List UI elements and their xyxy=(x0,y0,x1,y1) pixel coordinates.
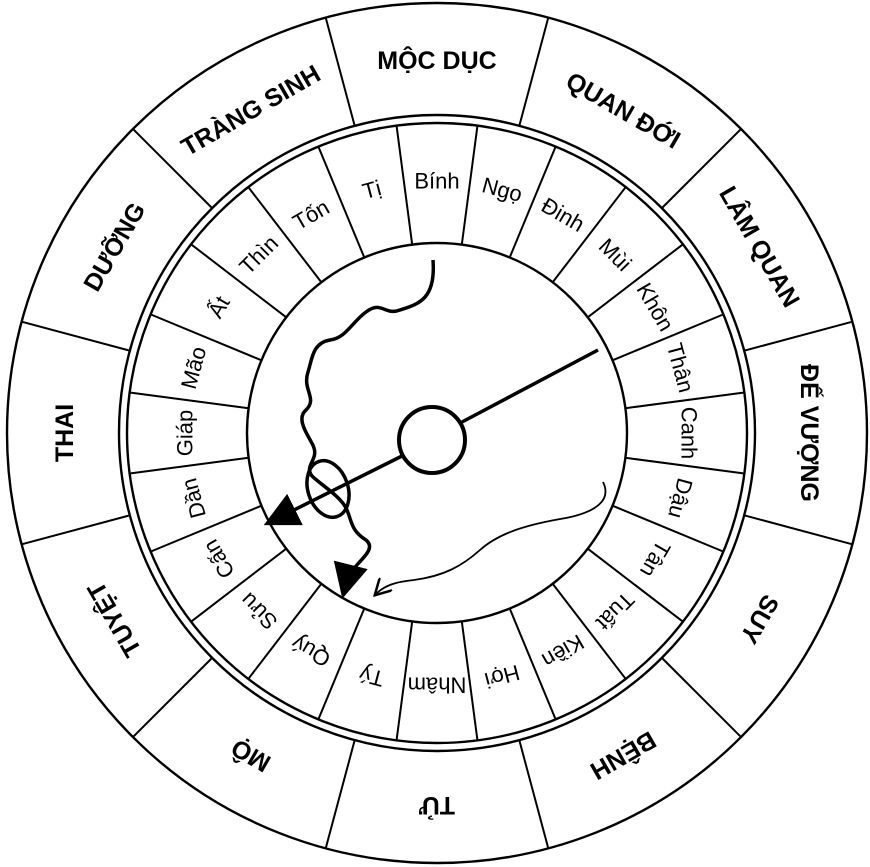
outer-label-8: TUYỆT xyxy=(80,577,147,663)
outer-divider-7 xyxy=(324,739,356,849)
inner-label-9: Kiền xyxy=(538,629,589,673)
outer-label-0: MỘC DỤC xyxy=(377,45,496,75)
outer-divider-2 xyxy=(661,128,742,209)
inner-divider-21 xyxy=(247,186,323,283)
inner-label-5: Canh xyxy=(677,407,702,460)
inner-divider-4 xyxy=(612,313,724,362)
outer-label-3: ĐẾ VƯỢNG xyxy=(795,364,824,502)
inner-label-18: Mão xyxy=(176,344,211,392)
inner-divider-11 xyxy=(460,621,479,741)
inner-ring-dividers xyxy=(129,125,745,741)
middle-ring xyxy=(117,113,757,753)
inner-divider-3 xyxy=(587,243,684,319)
inner-divider-23 xyxy=(395,125,414,245)
inner-divider-13 xyxy=(317,608,366,720)
inner-divider-15 xyxy=(190,547,287,623)
outer-border-ring xyxy=(5,1,869,865)
inner-divider-1 xyxy=(508,146,557,258)
outer-divider-9 xyxy=(21,514,131,546)
inner-label-3: Khôn xyxy=(632,278,679,335)
inner-divider-9 xyxy=(551,583,627,680)
inner-label-10: Hợi xyxy=(482,660,522,693)
outer-divider-5 xyxy=(661,657,742,738)
inner-divider-16 xyxy=(150,504,262,553)
inner-divider-8 xyxy=(587,547,684,623)
outer-divider-4 xyxy=(743,514,853,546)
outer-divider-10 xyxy=(21,320,131,352)
outer-label-2: LÂM QUAN xyxy=(713,181,806,313)
inner-label-0: Ngọ xyxy=(479,172,524,207)
outer-divider-6 xyxy=(518,739,550,849)
inner-label-17: Giáp xyxy=(173,410,198,456)
inner-label-4: Thân xyxy=(662,340,699,395)
inner-divider-14 xyxy=(247,583,323,680)
outer-label-7: MỘ xyxy=(226,733,276,779)
outer-divider-8 xyxy=(132,657,213,738)
inner-label-11: Nhâm xyxy=(408,673,467,698)
inner-label-1: Đinh xyxy=(537,193,589,237)
inner-label-21: Tốn xyxy=(288,194,333,235)
outer-label-10: DƯỠNG xyxy=(77,197,152,297)
inner-divider-17 xyxy=(129,456,249,475)
inner-label-14: Sửu xyxy=(235,588,282,635)
outer-label-5: BỆNH xyxy=(585,725,661,786)
inner-ring-outer-edge xyxy=(125,121,749,745)
wavy-path xyxy=(300,259,436,599)
inner-label-22: Tị xyxy=(360,175,384,204)
inner-divider-12 xyxy=(395,621,414,741)
inner-divider-6 xyxy=(625,456,745,475)
outer-label-4: SUY xyxy=(734,590,784,649)
inner-label-16: Dần xyxy=(176,475,211,520)
inner-ring-inner-edge xyxy=(245,241,629,625)
inner-label-23: Bính xyxy=(414,169,459,194)
outer-divider-1 xyxy=(518,17,550,127)
pointer-line-upper xyxy=(461,348,599,424)
pointer-line-lower xyxy=(263,454,403,526)
inner-divider-2 xyxy=(551,186,627,283)
outer-label-1: QUAN ĐỚI xyxy=(561,65,686,154)
inner-label-7: Tân xyxy=(635,536,676,581)
inner-label-13: Quý xyxy=(287,630,334,672)
inner-divider-19 xyxy=(150,313,262,362)
inner-label-8: Tuất xyxy=(591,587,639,635)
inner-divider-10 xyxy=(508,608,557,720)
inner-divider-18 xyxy=(129,391,249,410)
inner-label-20: Thìn xyxy=(234,230,283,279)
inner-label-12: Tý xyxy=(357,661,387,691)
outer-divider-3 xyxy=(743,320,853,352)
outer-label-9: THAI xyxy=(51,404,79,462)
inner-label-15: Cấn xyxy=(198,535,240,582)
center-hub xyxy=(397,405,467,475)
inner-divider-20 xyxy=(190,243,287,319)
outer-ring-dividers xyxy=(21,17,853,849)
inner-label-19: Ất xyxy=(203,292,235,323)
outer-divider-11 xyxy=(132,128,213,209)
inner-divider-22 xyxy=(317,146,366,258)
inner-divider-0 xyxy=(460,125,479,245)
inner-divider-7 xyxy=(612,504,724,553)
thin-curve xyxy=(376,481,607,594)
outer-label-6: TỬ xyxy=(419,791,455,821)
outer-divider-0 xyxy=(324,17,356,127)
pointer-oval xyxy=(305,458,351,520)
inner-label-2: Mùi xyxy=(594,233,637,276)
inner-divider-5 xyxy=(625,391,745,410)
inner-label-6: Dậu xyxy=(663,475,698,520)
